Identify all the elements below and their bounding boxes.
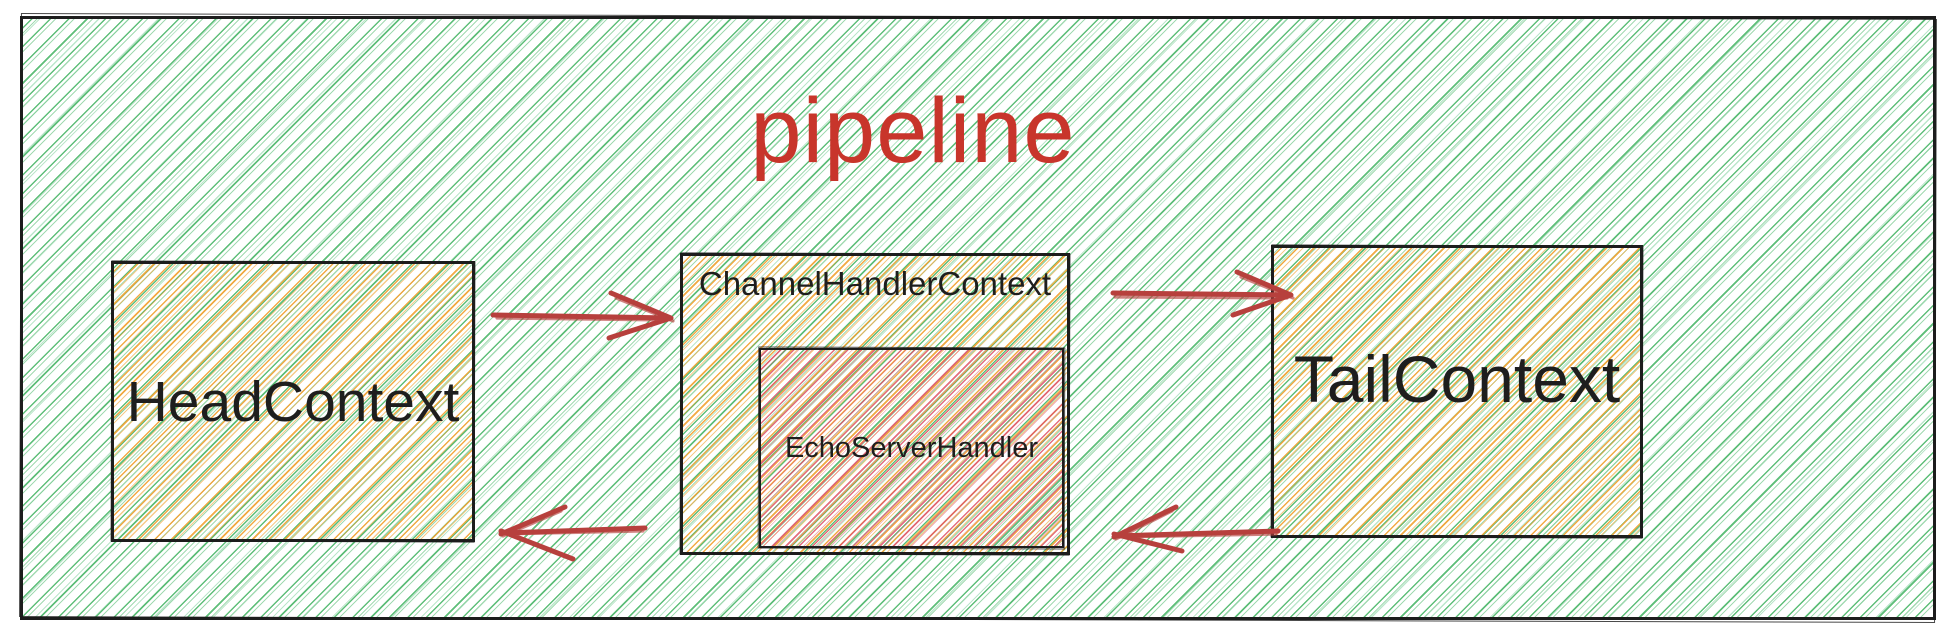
echo-server-handler-box: EchoServerHandler bbox=[759, 348, 1064, 548]
head-context-box: HeadContext bbox=[111, 261, 475, 542]
backward-arrow-channel-to-head-icon bbox=[498, 504, 648, 562]
echo-server-handler-label: EchoServerHandler bbox=[784, 431, 1039, 464]
tail-context-label: TailContext bbox=[1293, 341, 1621, 416]
channel-handler-context-box: ChannelHandlerContext EchoServerHandler bbox=[680, 253, 1070, 555]
tail-context-box: TailContext bbox=[1271, 245, 1643, 538]
forward-arrow-head-to-channel-icon bbox=[490, 290, 675, 341]
pipeline-container: pipeline HeadContext ChannelHandlerConte… bbox=[20, 16, 1936, 620]
head-context-label: HeadContext bbox=[126, 369, 460, 434]
pipeline-title: pipeline bbox=[750, 80, 1076, 182]
channel-handler-context-label: ChannelHandlerContext bbox=[698, 265, 1052, 302]
backward-arrow-tail-to-channel-icon bbox=[1111, 504, 1281, 554]
